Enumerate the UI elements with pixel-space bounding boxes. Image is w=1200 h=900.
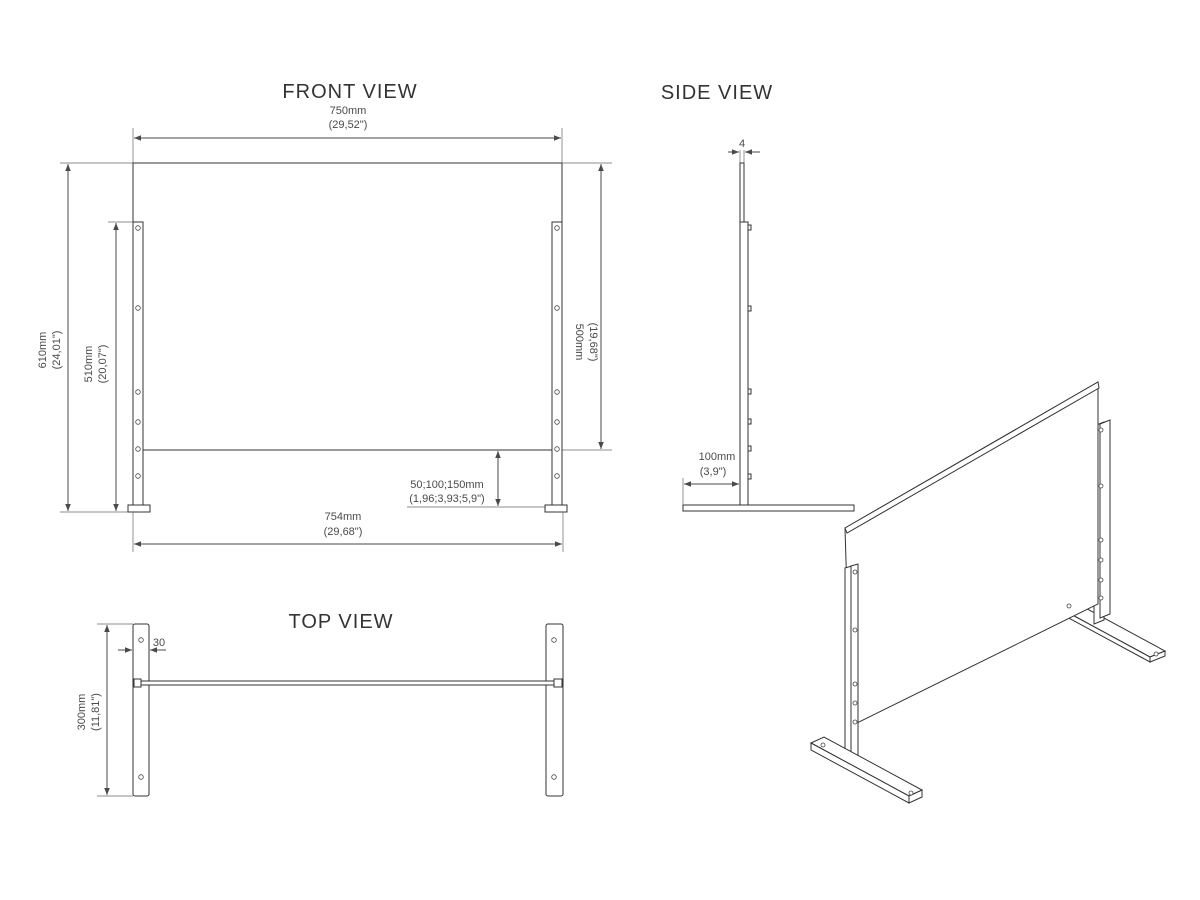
iso-front-foot: [809, 736, 924, 797]
side-upright: [739, 221, 749, 506]
dim-leg-height-in: (20,07"): [97, 345, 109, 384]
dim-leg-height: 510mm (20,07"): [83, 221, 133, 511]
top-right-foot: [545, 623, 564, 797]
dim-top-width: 750mm (29,52"): [132, 105, 563, 165]
dim-bottom-width-mm: 754mm: [325, 511, 362, 523]
dim-panel-height-mm: 500mm: [573, 324, 585, 361]
top-left-foot: [132, 623, 150, 797]
top-panel: [140, 680, 555, 686]
dim-foot-mm: 100mm: [699, 451, 736, 463]
dim-clearance-mm: 50;100;150mm: [410, 479, 483, 491]
dim-top-depth: 300mm (11,81"): [76, 623, 133, 797]
dim-total-height-in: (24,01"): [51, 331, 63, 370]
dim-clearance-in: (1,96;3,93;5,9"): [409, 493, 484, 505]
iso-holes: [820, 427, 1159, 796]
side-panel-top: [739, 162, 745, 224]
isometric-view: [809, 381, 1167, 804]
dim-top-width-mm: 750mm: [330, 105, 367, 117]
dim-foot: 100mm (3,9"): [682, 451, 739, 505]
dim-thickness-value: 4: [739, 138, 745, 150]
top-left-bracket: [133, 678, 142, 688]
top-right-bracket: [553, 678, 563, 688]
iso-panel: [844, 381, 1099, 727]
dim-top-foot-width: 30: [118, 637, 166, 653]
top-view-title: TOP VIEW: [288, 611, 393, 633]
side-bolts: [747, 224, 752, 480]
dim-total-height: 610mm (24,01"): [37, 164, 71, 511]
front-view: FRONT VIEW 750mm (29,52"): [37, 81, 612, 552]
dim-total-height-mm: 610mm: [37, 332, 49, 369]
side-view: SIDE VIEW 4 100mm (3,9"): [661, 82, 855, 512]
dim-panel-height-in: (19,68"): [587, 323, 599, 362]
front-left-leg: [127, 221, 151, 513]
front-panel: [132, 162, 563, 451]
dim-top-depth-mm: 300mm: [76, 694, 88, 731]
dim-leg-height-mm: 510mm: [83, 346, 95, 383]
front-view-title: FRONT VIEW: [282, 81, 417, 103]
front-right-leg: [544, 221, 568, 513]
dim-top-width-in: (29,52"): [329, 119, 368, 131]
dim-bottom-width-in: (29,68"): [324, 526, 363, 538]
dim-panel-height: 500mm (19,68"): [573, 164, 604, 449]
side-foot: [682, 504, 855, 512]
dim-bottom-width: 754mm (29,68"): [132, 511, 564, 552]
dim-top-depth-in: (11,81"): [90, 693, 102, 731]
dim-foot-in: (3,9"): [700, 466, 727, 478]
side-view-title: SIDE VIEW: [661, 82, 773, 104]
dim-top-foot-width-value: 30: [153, 637, 165, 649]
top-view: TOP VIEW 30 300mm (11,81"): [76, 611, 564, 797]
dim-clearance: 50;100;150mm (1,96;3,93;5,9"): [407, 451, 546, 508]
